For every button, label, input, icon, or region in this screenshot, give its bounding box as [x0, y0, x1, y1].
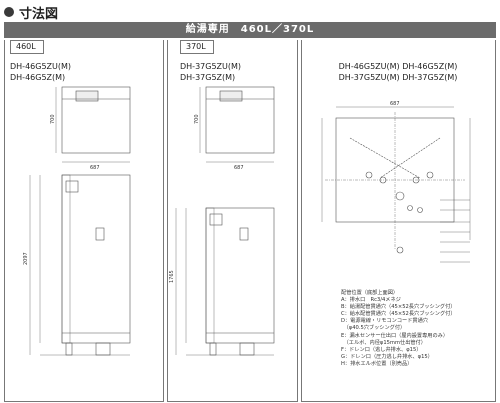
model-460-zu: DH-46G5ZU(M) [10, 62, 72, 71]
model-370-z: DH-37G5Z(M) [180, 73, 236, 82]
leg-370-r [239, 342, 255, 356]
dim-height-370: 1765 [169, 270, 175, 283]
dim-top-370: 700 [194, 114, 200, 124]
panel-460l [4, 40, 164, 402]
label-panel-460 [65, 180, 79, 193]
tab-460l: 460L [10, 40, 44, 54]
legend-item: H：排水エルボ位置（別売品） [341, 360, 413, 367]
model-right-46: DH-46G5ZU(M) DH-46G5Z(M) [338, 62, 458, 71]
model-460-z: DH-46G5Z(M) [10, 73, 66, 82]
legend-item: （φ40.5穴ブッシング付） [341, 325, 406, 332]
leg-460-l [65, 342, 73, 356]
port-e [426, 171, 434, 179]
pipe-legend: 配管位置（底部上面図） A：排水口 Rc3/4メネジ B：給湯配管貫通穴（45×… [341, 290, 495, 368]
top-view-460 [61, 86, 131, 154]
port-c [379, 176, 387, 184]
port-a [395, 191, 405, 201]
port-f [407, 205, 413, 211]
port-h [396, 246, 404, 254]
label-panel-370 [209, 213, 223, 226]
service-cover-460 [95, 227, 105, 241]
front-view-460 [61, 174, 131, 344]
tab-370l: 370L [180, 40, 214, 54]
dim-width-370: 687 [234, 165, 244, 171]
legend-item: G：ドレン口（圧力逃し弁排水、φ15） [341, 353, 433, 360]
legend-item: C：給水配管貫通穴（45×52長穴ブッシング付） [341, 311, 456, 318]
top-fitting-460 [75, 90, 99, 102]
page-title: 寸法図 [19, 6, 59, 22]
service-cover-370 [239, 227, 249, 241]
header: 寸法図 [4, 3, 59, 22]
dim-top-460: 700 [50, 114, 56, 124]
model-right-37: DH-37G5ZU(M) DH-37G5Z(M) [338, 73, 458, 82]
legend-item: D：電源電線・リモコンコード貫通穴 [341, 318, 428, 325]
legend-item: F：ドレン口（逃し弁排水、φ15） [341, 346, 422, 353]
top-view-370 [205, 86, 275, 154]
dim-width-bottom: 687 [390, 101, 400, 107]
spec-banner: 給湯専用 460L／370L [4, 22, 496, 38]
legend-item: （エルボ、内径φ15mm仕出管付） [341, 339, 426, 346]
leg-370-l [209, 342, 217, 356]
legend-item: A：排水口 Rc3/4メネジ [341, 297, 401, 304]
leg-460-r [95, 342, 111, 356]
top-fitting-370 [219, 90, 243, 102]
dim-height-460: 2097 [23, 252, 29, 265]
legend-title: 配管位置（底部上面図） [341, 290, 399, 296]
panel-370l [167, 40, 298, 402]
legend-item: E：漏水センサー仕出口（屋内設置専用のみ） [341, 332, 449, 339]
model-370-zu: DH-37G5ZU(M) [180, 62, 242, 71]
dim-width-460: 687 [90, 165, 100, 171]
legend-item: B：給湯配管貫通穴（45×52長穴ブッシング付） [341, 304, 456, 311]
port-g [417, 207, 423, 213]
title-bullet-icon [4, 7, 14, 17]
port-d [412, 176, 420, 184]
panel-pipe-positions [301, 40, 496, 402]
port-b [365, 171, 373, 179]
